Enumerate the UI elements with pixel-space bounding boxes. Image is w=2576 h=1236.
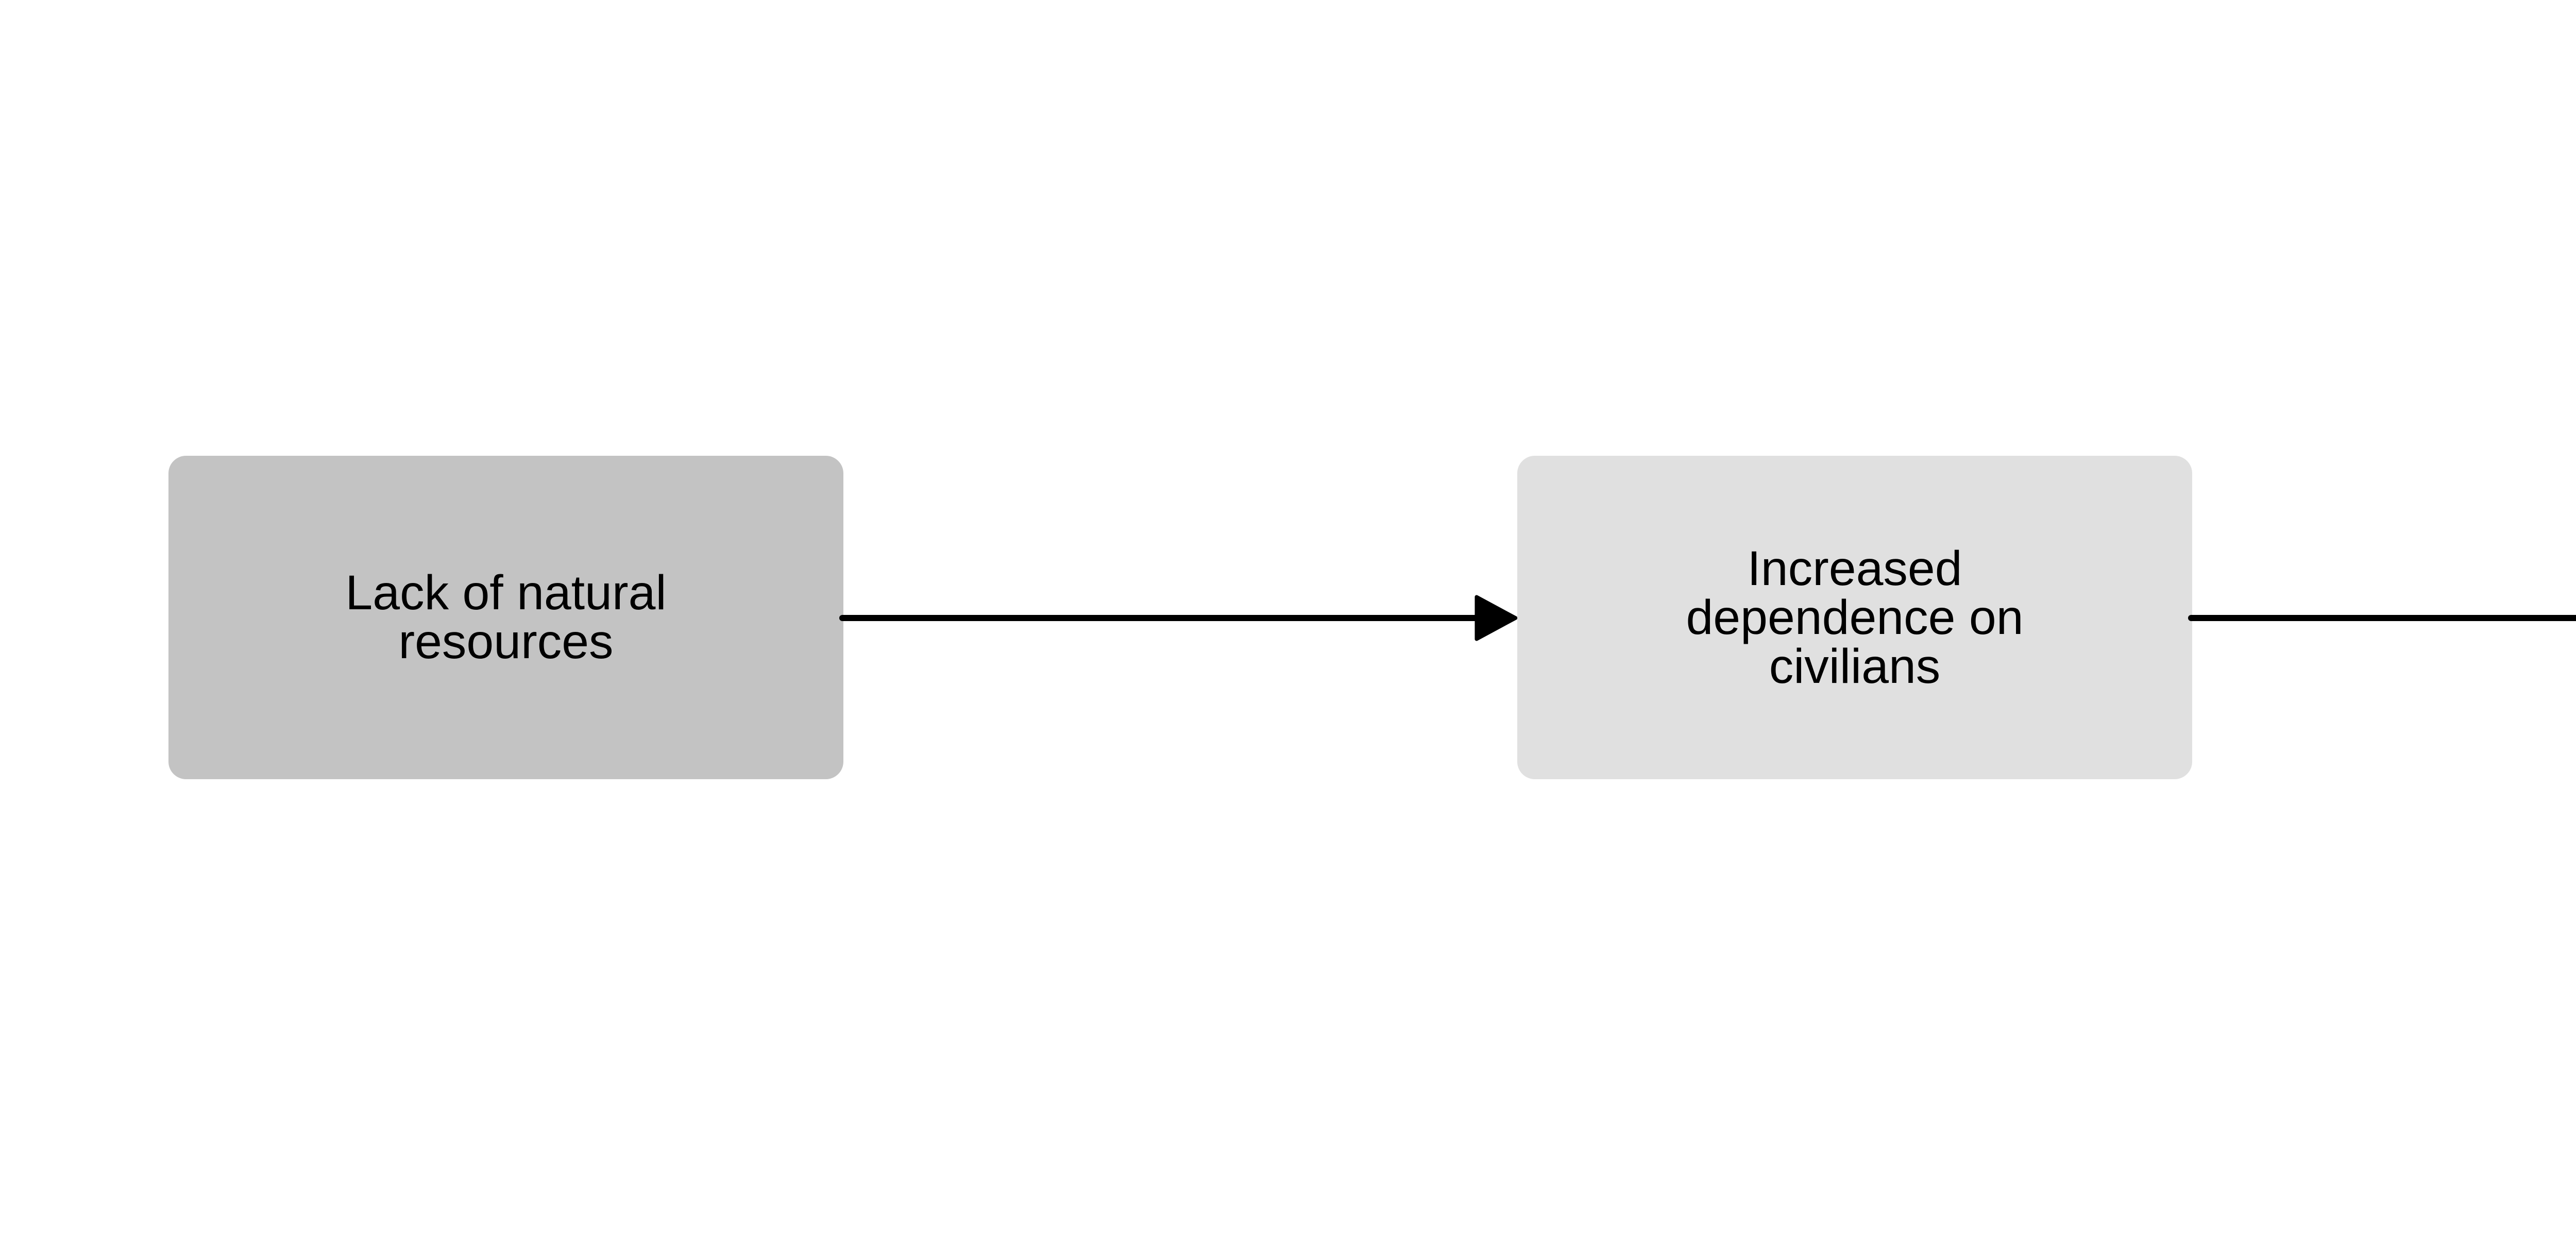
node-label-lack-of-natural-resources: Lack of natural resources [345, 565, 667, 669]
node-increased-dependence-on-civilians: Increased dependence on civilians [1517, 456, 2192, 779]
node-label-increased-dependence-on-civilians: Increased dependence on civilians [1686, 541, 2024, 694]
node-lack-of-natural-resources: Lack of natural resources [168, 456, 843, 779]
arrow-right-icon [2188, 615, 2576, 621]
arrow-right-icon [839, 595, 1518, 641]
